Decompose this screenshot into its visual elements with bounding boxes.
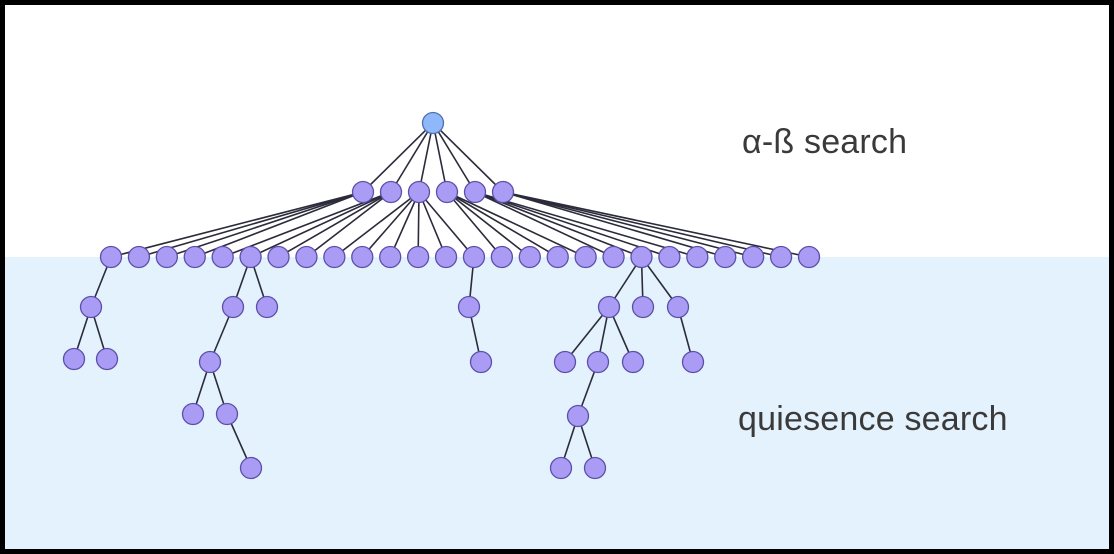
edge-a6-b25 xyxy=(502,191,782,258)
edge-a4-b17 xyxy=(446,191,559,258)
tree-node-b20 xyxy=(630,245,653,269)
tree-node-q20 xyxy=(583,456,607,480)
edge-a5-b21 xyxy=(474,191,670,258)
edge-a6-b23 xyxy=(502,191,726,258)
tree-node-q7 xyxy=(181,402,205,426)
quiescence-region xyxy=(5,257,1109,549)
tree-node-a4 xyxy=(435,180,459,204)
tree-node-a6 xyxy=(491,180,515,204)
tree-node-b25 xyxy=(769,245,793,269)
tree-node-b9 xyxy=(323,245,346,269)
tree-node-b5 xyxy=(211,245,234,269)
tree-node-b19 xyxy=(602,245,625,269)
tree-node-b2 xyxy=(127,245,151,269)
edge-a4-b18 xyxy=(446,191,586,258)
quiescence-label: quiesence search xyxy=(738,400,1008,438)
tree-node-q21 xyxy=(681,350,705,374)
search-tree-diagram xyxy=(5,111,1109,549)
edge-a4-b15 xyxy=(446,191,503,258)
tree-node-q5 xyxy=(255,295,279,319)
edge-root-a2 xyxy=(390,122,434,193)
tree-node-b1 xyxy=(99,245,123,269)
edge-a3-b9 xyxy=(333,191,420,258)
tree-node-b15 xyxy=(490,245,514,269)
tree-node-b13 xyxy=(434,245,458,269)
tree-node-q14 xyxy=(666,295,690,319)
edge-root-a6 xyxy=(432,122,504,193)
tree-node-a5 xyxy=(463,180,487,204)
tree-node-b8 xyxy=(295,245,318,269)
root-node xyxy=(421,111,445,135)
tree-node-b23 xyxy=(714,245,737,269)
edge-a2-b7 xyxy=(278,191,392,258)
edge-a2-b8 xyxy=(305,191,392,258)
tree-node-q17 xyxy=(621,350,645,374)
tree-node-b16 xyxy=(518,245,541,269)
tree-node-q3 xyxy=(95,347,119,371)
tree-node-b14 xyxy=(462,245,486,269)
tree-node-b6 xyxy=(239,245,262,269)
tree-node-b21 xyxy=(658,245,681,269)
edge-a5-b19 xyxy=(474,191,614,258)
tree-node-a2 xyxy=(379,180,403,204)
tree-node-b22 xyxy=(686,245,709,269)
tree-node-b24 xyxy=(742,245,765,269)
edge-a1-b3 xyxy=(166,191,364,258)
tree-node-b10 xyxy=(351,245,374,269)
edge-a3-b14 xyxy=(418,191,475,258)
edge-a3-b11 xyxy=(389,191,420,258)
tree-node-q2 xyxy=(62,347,86,371)
edge-a2-b6 xyxy=(250,191,392,258)
tree-node-q11 xyxy=(469,350,493,374)
tree-node-q16 xyxy=(586,350,610,374)
tree-node-b12 xyxy=(406,245,430,269)
edge-root-a4 xyxy=(432,122,448,193)
edge-a3-b10 xyxy=(361,191,420,258)
tree-node-q15 xyxy=(553,350,577,374)
tree-nodes xyxy=(62,111,821,480)
edge-a1-b2 xyxy=(138,191,364,258)
tree-node-a1 xyxy=(351,180,375,204)
edge-q12-q15 xyxy=(564,306,610,363)
edge-a4-b16 xyxy=(446,191,531,258)
tree-node-q9 xyxy=(239,456,263,480)
tree-node-b17 xyxy=(546,245,569,269)
edge-a6-b24 xyxy=(502,191,754,258)
tree-node-b18 xyxy=(574,245,597,269)
edge-a1-b1 xyxy=(110,191,364,258)
edge-root-a1 xyxy=(362,122,434,193)
tree-node-b4 xyxy=(183,245,206,269)
tree-node-b7 xyxy=(267,245,290,269)
tree-node-q4 xyxy=(221,295,245,319)
alpha-beta-label: α-ß search xyxy=(742,123,908,161)
tree-node-q12 xyxy=(597,295,621,319)
tree-node-q10 xyxy=(457,295,481,319)
edge-root-a3 xyxy=(418,122,434,193)
tree-node-q1 xyxy=(79,295,103,319)
tree-node-q6 xyxy=(198,350,222,374)
edge-a6-b26 xyxy=(502,191,810,258)
edge-root-a5 xyxy=(432,122,476,193)
tree-node-q18 xyxy=(566,404,590,428)
tree-node-b3 xyxy=(155,245,178,269)
tree-node-b26 xyxy=(797,245,821,269)
tree-node-q19 xyxy=(549,456,573,480)
edge-a3-b13 xyxy=(418,191,447,258)
tree-node-q8 xyxy=(215,402,239,426)
edge-a5-b22 xyxy=(474,191,698,258)
tree-node-b11 xyxy=(379,245,402,269)
tree-node-q13 xyxy=(631,295,655,319)
tree-node-a3 xyxy=(407,180,431,204)
